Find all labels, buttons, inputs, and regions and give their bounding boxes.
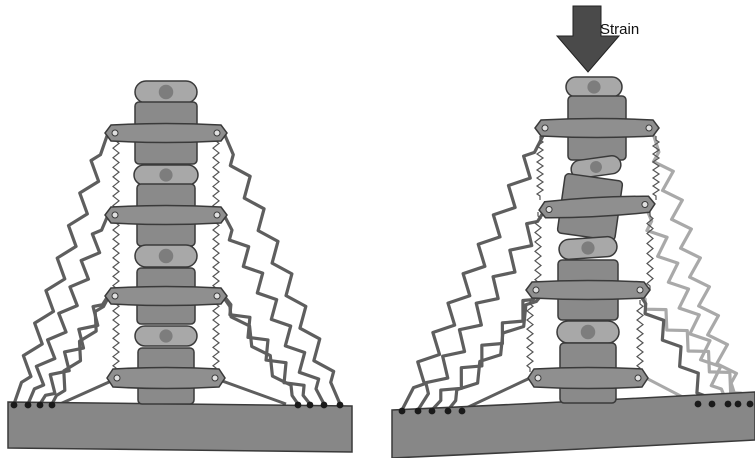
anchor-point <box>725 401 732 408</box>
anchor-point <box>25 402 32 409</box>
base-plate <box>8 402 352 452</box>
arm-pin-left <box>112 293 118 299</box>
intervertebral-disc <box>135 81 197 103</box>
disc-nucleus <box>159 249 174 264</box>
anchor-point <box>429 408 436 415</box>
transverse-arm <box>539 194 656 219</box>
arm-body <box>105 124 227 143</box>
coil-spring <box>213 300 219 372</box>
arm-pin-right <box>646 125 652 131</box>
arm-body <box>105 206 227 225</box>
arm-pin-left <box>112 130 118 136</box>
intervertebral-disc <box>135 245 197 267</box>
coil-spring <box>535 212 541 286</box>
anchor-point <box>321 402 328 409</box>
strain-arrow <box>557 6 619 72</box>
arm-pin-right <box>214 130 220 136</box>
transverse-arm <box>105 124 227 143</box>
intervertebral-disc <box>558 236 617 260</box>
transverse-arm <box>105 206 227 225</box>
arm-body <box>535 119 659 138</box>
disc-nucleus <box>581 325 596 340</box>
arm-pin-right <box>214 212 220 218</box>
coil-spring <box>113 137 119 212</box>
transverse-arm <box>528 368 648 389</box>
intervertebral-disc <box>134 165 198 185</box>
anchor-point <box>747 401 754 408</box>
anchor-point <box>445 408 452 415</box>
transverse-arm <box>105 287 227 306</box>
strained-spine-model <box>392 6 755 458</box>
tie-line <box>214 378 286 404</box>
coil-spring <box>113 219 119 292</box>
coil-spring <box>213 137 219 212</box>
intervertebral-disc <box>566 77 622 97</box>
arm-pin-right <box>212 375 218 381</box>
arm-pin-left <box>542 125 548 131</box>
anchor-point <box>337 402 344 409</box>
coil-spring <box>637 300 643 372</box>
arm-body <box>539 194 656 219</box>
arm-body <box>105 287 227 306</box>
coil-spring <box>213 219 219 292</box>
transverse-arm <box>107 368 225 389</box>
anchor-point <box>307 402 314 409</box>
coil-spring <box>113 300 119 372</box>
anchor-point <box>399 408 406 415</box>
arm-pin-right <box>214 293 220 299</box>
arm-body <box>526 281 650 300</box>
arm-pin-left <box>114 375 120 381</box>
anchor-point <box>415 408 422 415</box>
intervertebral-disc <box>135 326 197 346</box>
relaxed-spine-model <box>8 81 352 452</box>
arm-body <box>528 368 648 389</box>
coil-spring <box>527 300 533 372</box>
anchor-point <box>11 402 18 409</box>
disc-nucleus <box>159 85 174 100</box>
strain-label: Strain <box>600 21 639 38</box>
anchor-point <box>735 401 742 408</box>
arm-pin-left <box>533 287 539 293</box>
arm-pin-left <box>112 212 118 218</box>
anchor-point <box>49 402 56 409</box>
ligament <box>652 130 738 405</box>
anchor-point <box>295 402 302 409</box>
anchor-point <box>709 401 716 408</box>
transverse-arm <box>526 281 650 300</box>
arm-pin-right <box>635 375 641 381</box>
arm-pin-right <box>642 201 648 207</box>
anchor-point <box>695 401 702 408</box>
arm-pin-left <box>546 206 552 212</box>
disc-nucleus <box>159 329 172 342</box>
disc-nucleus <box>587 80 600 93</box>
ligament <box>14 133 108 404</box>
anchor-point <box>459 408 466 415</box>
transverse-arm <box>535 119 659 138</box>
arm-pin-right <box>637 287 643 293</box>
arm-body <box>107 368 225 389</box>
coil-spring <box>537 136 543 200</box>
arm-pin-left <box>535 375 541 381</box>
intervertebral-disc <box>557 321 619 343</box>
anchor-point <box>37 402 44 409</box>
disc-nucleus <box>159 168 172 181</box>
